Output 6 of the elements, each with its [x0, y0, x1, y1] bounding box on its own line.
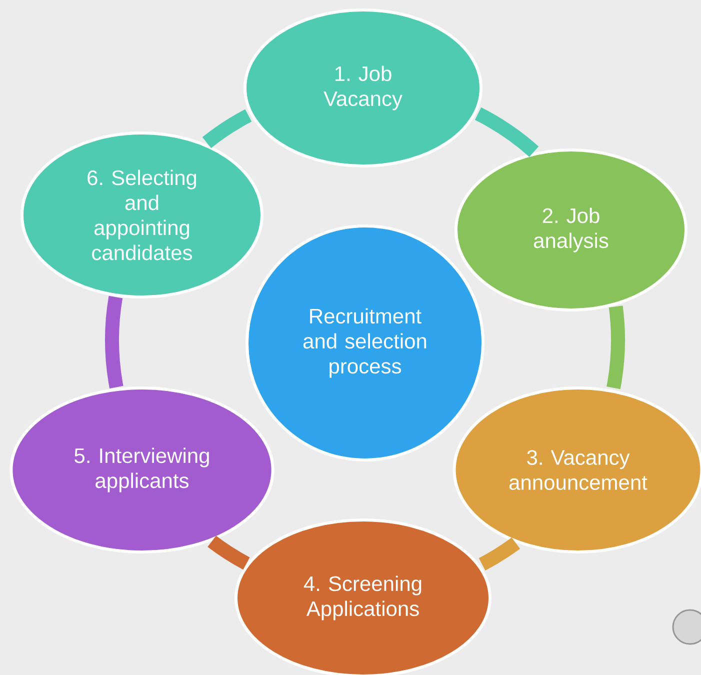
ring-connector	[208, 536, 250, 570]
ring-connector	[105, 296, 124, 388]
ring-connector	[478, 537, 520, 570]
ring-connector	[202, 109, 252, 148]
ring-connector	[474, 107, 539, 157]
ring-connector	[606, 306, 625, 390]
